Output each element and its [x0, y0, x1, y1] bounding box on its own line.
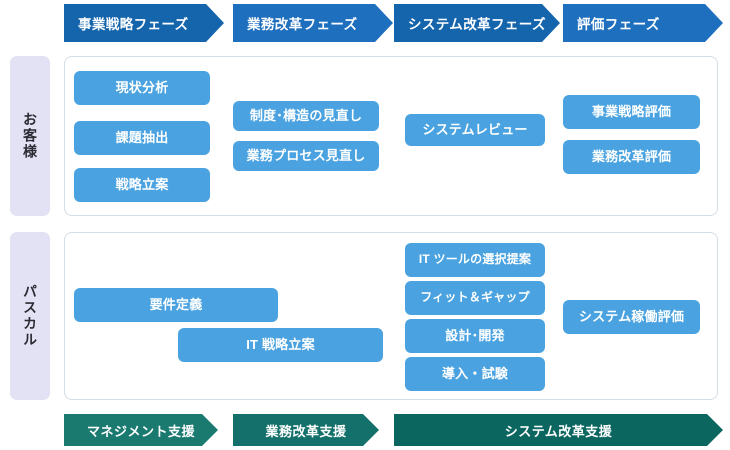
support-arrow-row: マネジメント支援業務改革支援システム改革支援	[0, 410, 730, 450]
activity-box[interactable]: 現状分析	[74, 71, 210, 105]
activity-box[interactable]: 設計･開発	[405, 319, 545, 353]
phase-arrow: 評価フェーズ	[563, 4, 723, 42]
phase-arrow-row: 事業戦略フェーズ業務改革フェーズシステム改革フェーズ評価フェーズ	[0, 0, 730, 46]
activity-box[interactable]: システム稼働評価	[563, 300, 700, 334]
activity-box[interactable]: フィット＆ギャップ	[405, 281, 545, 315]
activity-box[interactable]: 業務プロセス見直し	[233, 141, 379, 171]
activity-box[interactable]: 課題抽出	[74, 121, 210, 155]
activity-box[interactable]: 制度･構造の見直し	[233, 101, 379, 131]
support-arrow: マネジメント支援	[64, 414, 218, 446]
support-arrow: システム改革支援	[394, 414, 723, 446]
activity-box[interactable]: IT 戦略立案	[178, 328, 383, 362]
phase-arrow: 事業戦略フェーズ	[64, 4, 224, 42]
activity-box[interactable]: 導入・試験	[405, 357, 545, 391]
activity-box[interactable]: 要件定義	[74, 288, 278, 322]
support-arrow: 業務改革支援	[233, 414, 379, 446]
activity-box[interactable]: 業務改革評価	[563, 140, 700, 174]
phase-arrow: システム改革フェーズ	[394, 4, 560, 42]
activity-box[interactable]: システムレビュー	[405, 114, 545, 146]
activity-box[interactable]: 事業戦略評価	[563, 95, 700, 129]
lane-label: お客様	[10, 56, 50, 216]
phase-arrow: 業務改革フェーズ	[233, 4, 393, 42]
lane-label: パスカル	[10, 232, 50, 400]
activity-box[interactable]: IT ツールの選択提案	[405, 243, 545, 277]
activity-box[interactable]: 戦略立案	[74, 168, 210, 202]
